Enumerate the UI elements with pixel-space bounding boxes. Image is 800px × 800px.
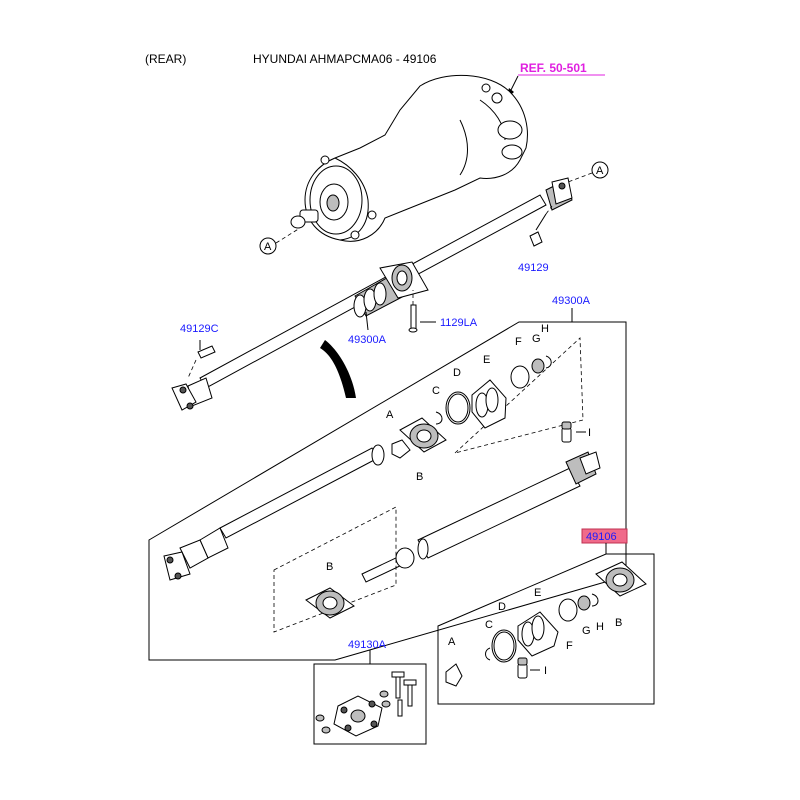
svg-text:B: B: [615, 617, 622, 629]
callout-a-left: A: [259, 227, 301, 255]
bolt-1129la: 1129LA: [408, 290, 478, 333]
differential-housing: [290, 74, 528, 242]
subassembly-letters: A B C D E F G H I: [448, 587, 622, 677]
svg-text:A: A: [596, 165, 604, 177]
svg-text:B: B: [326, 561, 333, 573]
svg-text:F: F: [515, 336, 522, 348]
label-49130a: 49130A: [348, 639, 387, 651]
svg-text:D: D: [498, 601, 506, 613]
svg-text:B: B: [416, 471, 423, 483]
coupling-box-49130a: [313, 663, 427, 745]
svg-text:D: D: [453, 367, 461, 379]
exploded-view-arrow: [320, 340, 356, 398]
svg-text:I: I: [588, 427, 591, 439]
svg-text:E: E: [483, 354, 490, 366]
svg-text:49106: 49106: [586, 531, 617, 543]
svg-text:G: G: [582, 625, 591, 637]
assembly-letters: A B C D E F G H I B: [326, 323, 591, 573]
flex-coupling-parts: [315, 671, 417, 737]
subassembly-box-49106: [437, 553, 655, 705]
reference-link[interactable]: REF. 50-501: [520, 61, 587, 75]
propeller-shaft-assembled: [171, 177, 573, 411]
svg-text:H: H: [541, 323, 549, 335]
svg-text:A: A: [386, 409, 394, 421]
rear-position-label: (REAR): [145, 52, 186, 66]
svg-text:49129: 49129: [518, 262, 549, 274]
subassembly-parts: [445, 561, 647, 687]
svg-text:I: I: [544, 665, 547, 677]
svg-text:E: E: [534, 587, 541, 599]
svg-text:C: C: [485, 619, 493, 631]
bolt-49129: 49129: [518, 205, 553, 274]
reference-leader: [509, 75, 519, 93]
label-49300a-top: 49300A: [348, 311, 387, 346]
svg-text:A: A: [448, 636, 456, 648]
label-49300a-box: 49300A: [552, 295, 591, 307]
diagram-title: HYUNDAI AHMAPCMA06 - 49106: [253, 52, 437, 66]
svg-text:C: C: [432, 385, 440, 397]
svg-text:49300A: 49300A: [348, 334, 387, 346]
callout-a-right: A: [567, 161, 609, 183]
svg-text:F: F: [566, 640, 573, 652]
svg-text:G: G: [532, 333, 541, 345]
svg-text:A: A: [264, 241, 272, 253]
highlight-49106[interactable]: 49106: [581, 528, 628, 554]
exploded-parts: [163, 337, 601, 633]
bolt-49129c: 49129C: [180, 323, 219, 379]
svg-text:1129LA: 1129LA: [440, 317, 478, 329]
svg-text:49129C: 49129C: [180, 323, 219, 335]
svg-text:H: H: [596, 621, 604, 633]
